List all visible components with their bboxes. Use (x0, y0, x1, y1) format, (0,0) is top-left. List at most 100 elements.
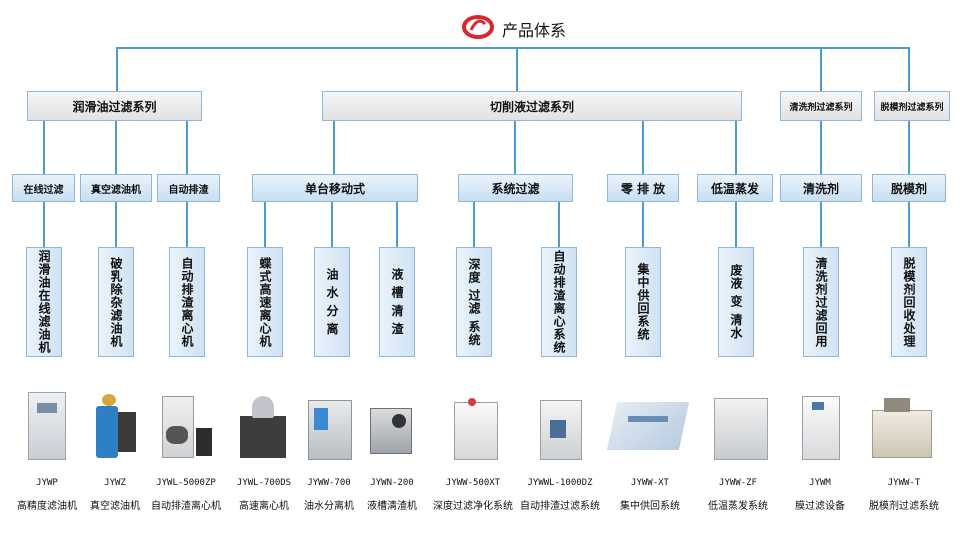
product-model: JYWW-XT (631, 478, 669, 488)
solution-label: 集中供回系统 (636, 263, 650, 341)
product-name: 集中供回系统 (620, 501, 680, 512)
solution-box: 润滑油在线滤油机 (26, 247, 62, 357)
product-image-jywz (92, 392, 140, 460)
connector (186, 121, 188, 174)
connector (642, 202, 644, 247)
connector (820, 121, 822, 174)
connector (186, 202, 188, 247)
product-name: 高速离心机 (239, 501, 289, 512)
product-name: 高精度滤油机 (17, 501, 77, 512)
product-model: JYWZ (104, 478, 126, 488)
product-name: 油水分离机 (304, 501, 354, 512)
product-model: JYWW-ZF (719, 478, 757, 488)
product-name: 自动排渣过滤系统 (520, 501, 600, 512)
solution-box: 破乳除杂滤油机 (98, 247, 134, 357)
product-model: JYWW-T (887, 478, 921, 488)
header-logo (462, 14, 494, 40)
connector (908, 202, 910, 247)
product-name: 脱模剂过滤系统 (869, 501, 939, 512)
product-model: JYWWL-1000DZ (527, 478, 593, 488)
solution-box: 集中供回系统 (625, 247, 661, 357)
product-name: 自动排渣离心机 (151, 501, 221, 512)
product-model: JYWL-700DS (236, 478, 292, 488)
connector (115, 202, 117, 247)
connector (264, 202, 266, 247)
product-model: JYWN-200 (370, 478, 414, 488)
connector (735, 121, 737, 174)
solution-label: 润滑油在线滤油机 (37, 250, 51, 354)
product-image-jywwl-1000dz (538, 392, 582, 460)
solution-label: 清洗剂过滤回用 (814, 256, 828, 348)
product-model: JYWW-700 (307, 478, 351, 488)
product-image-jyww-t (870, 392, 934, 460)
solution-box: 液 槽 清 渣 (379, 247, 415, 357)
connector (735, 202, 737, 247)
connector (516, 47, 518, 91)
connector (820, 202, 822, 247)
connector (473, 202, 475, 247)
category-cutting-fluid-filtration: 切削液过滤系列 (322, 91, 742, 121)
connector (908, 121, 910, 174)
product-image-jyww-zf (710, 392, 770, 460)
product-image-jywm (800, 392, 840, 460)
product-image-jywp (28, 392, 66, 460)
product-image-jywl-700ds (236, 392, 290, 460)
subcategory-auto-slag-discharge: 自动排渣 (157, 174, 220, 202)
product-model: JYWM (809, 478, 831, 488)
connector (820, 47, 822, 91)
category-cleaning-agent-filtration: 清洗剂过滤系列 (780, 91, 862, 121)
solution-box: 自动排渣离心机 (169, 247, 205, 357)
product-name: 膜过滤设备 (795, 501, 845, 512)
solution-box: 废液 变 清水 (718, 247, 754, 357)
product-image-jywl-5000zp (160, 392, 216, 460)
subcategory-vacuum-oil-filter: 真空滤油机 (80, 174, 152, 202)
solution-label: 液 槽 清 渣 (390, 268, 404, 336)
category-lubricant-filtration: 润滑油过滤系列 (27, 91, 202, 121)
connector (331, 202, 333, 247)
connector (396, 202, 398, 247)
solution-box: 脱模剂回收处理 (891, 247, 927, 357)
product-model: JYWL-5000ZP (156, 478, 216, 488)
page-title: 产品体系 (502, 21, 567, 40)
product-model: JYWP (36, 478, 58, 488)
product-image-jyww-500xt (452, 392, 498, 460)
connector (642, 121, 644, 174)
solution-box: 油 水 分 离 (314, 247, 350, 357)
solution-box: 清洗剂过滤回用 (803, 247, 839, 357)
subcategory-zero-discharge: 零 排 放 (607, 174, 679, 202)
category-release-agent-filtration: 脱模剂过滤系列 (874, 91, 950, 121)
logo-icon (462, 15, 494, 39)
product-name: 低温蒸发系统 (708, 501, 768, 512)
solution-label: 自动排渣离心系统 (552, 250, 566, 354)
subcategory-release-agent: 脱模剂 (872, 174, 946, 202)
solution-label: 油 水 分 离 (325, 268, 339, 336)
connector (115, 121, 117, 174)
solution-label: 蝶式高速离心机 (258, 256, 272, 348)
solution-label: 自动排渣离心机 (180, 256, 194, 348)
solution-box: 自动排渣离心系统 (541, 247, 577, 357)
solution-label: 破乳除杂滤油机 (109, 256, 123, 348)
product-name: 液槽清渣机 (367, 501, 417, 512)
solution-box: 蝶式高速离心机 (247, 247, 283, 357)
subcategory-online-filtration: 在线过滤 (12, 174, 75, 202)
subcategory-low-temp-evaporation: 低温蒸发 (697, 174, 773, 202)
connector (116, 47, 910, 49)
solution-label: 深度 过滤 系统 (467, 257, 481, 347)
solution-label: 废液 变 清水 (729, 264, 743, 340)
product-image-jyww-700 (306, 392, 352, 460)
connector (558, 202, 560, 247)
product-model: JYWW-500XT (445, 478, 501, 488)
connector (514, 121, 516, 174)
connector (908, 47, 910, 91)
connector (43, 121, 45, 174)
product-image-jywn-200 (366, 392, 414, 460)
subcategory-system-filtration: 系统过滤 (458, 174, 573, 202)
solution-label: 脱模剂回收处理 (902, 256, 916, 348)
product-image-jyww-xt (606, 392, 690, 460)
product-name: 深度过滤净化系统 (433, 501, 513, 512)
product-name: 真空滤油机 (90, 501, 140, 512)
subcategory-single-mobile: 单台移动式 (252, 174, 418, 202)
connector (43, 202, 45, 247)
subcategory-cleaning-agent: 清洗剂 (780, 174, 862, 202)
connector (333, 121, 335, 174)
